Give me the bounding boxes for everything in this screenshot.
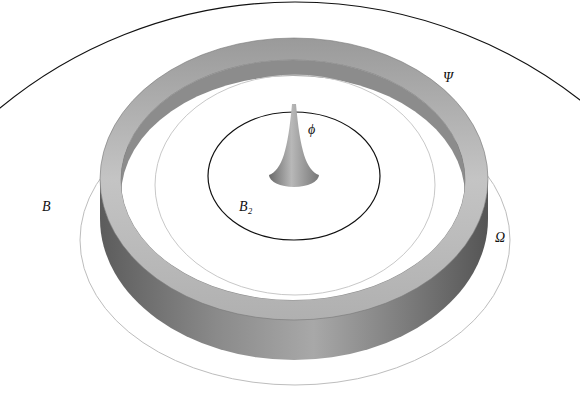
b2-label: B₂: [239, 200, 252, 214]
phi-label: ϕ: [308, 123, 315, 137]
spike: [269, 104, 319, 187]
ring-top: [100, 38, 488, 320]
psi-label: Ψ: [443, 71, 453, 85]
inner-boundary: [155, 75, 435, 295]
b-label: B: [42, 200, 51, 214]
omega-label: Ω: [495, 231, 505, 245]
